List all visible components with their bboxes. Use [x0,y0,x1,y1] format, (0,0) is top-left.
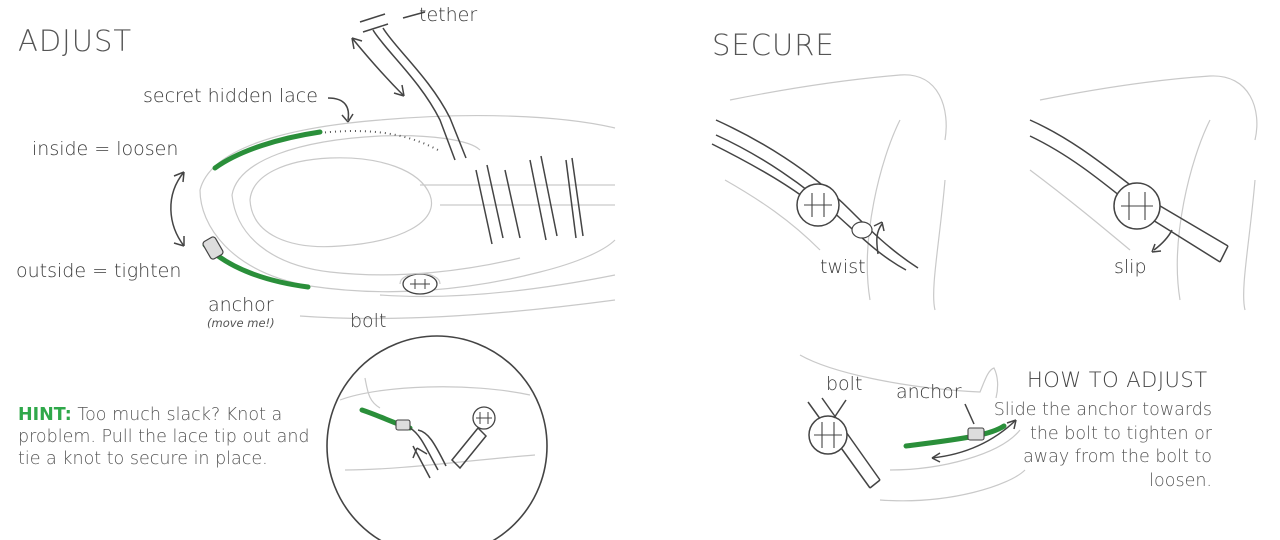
anchor-label: anchor [208,294,274,316]
hint-body: Too much slack? Knot a problem. Pull the… [18,405,310,469]
anchor-note: (move me!) [207,316,275,330]
hint-detail-drawing [326,335,548,540]
howto-title: HOW TO ADJUST [1027,368,1208,392]
howto-bolt-label: bolt [826,373,863,395]
secure-heading: SECURE [712,28,835,62]
slip-label: slip [1114,256,1147,278]
howto-anchor-label: anchor [896,381,962,403]
twist-label: twist [820,256,866,278]
adjust-heading: ADJUST [18,24,133,58]
secure-twist-drawing [711,74,947,311]
adjust-shoe-drawing [170,11,616,320]
hint-text-block: HINT: Too much slack? Knot a problem. Pu… [18,404,318,470]
bolt-label: bolt [350,310,387,332]
secret-lace-label: secret hidden lace [143,85,318,107]
outside-tighten-label: outside = tighten [16,260,182,282]
inside-loosen-label: inside = loosen [32,138,179,160]
howto-drawing [799,354,1026,502]
tether-label: tether [419,4,478,26]
hint-label: HINT: [18,405,72,425]
howto-body: Slide the anchor towards the bolt to tig… [993,400,1212,491]
secure-slip-drawing [1029,75,1258,311]
